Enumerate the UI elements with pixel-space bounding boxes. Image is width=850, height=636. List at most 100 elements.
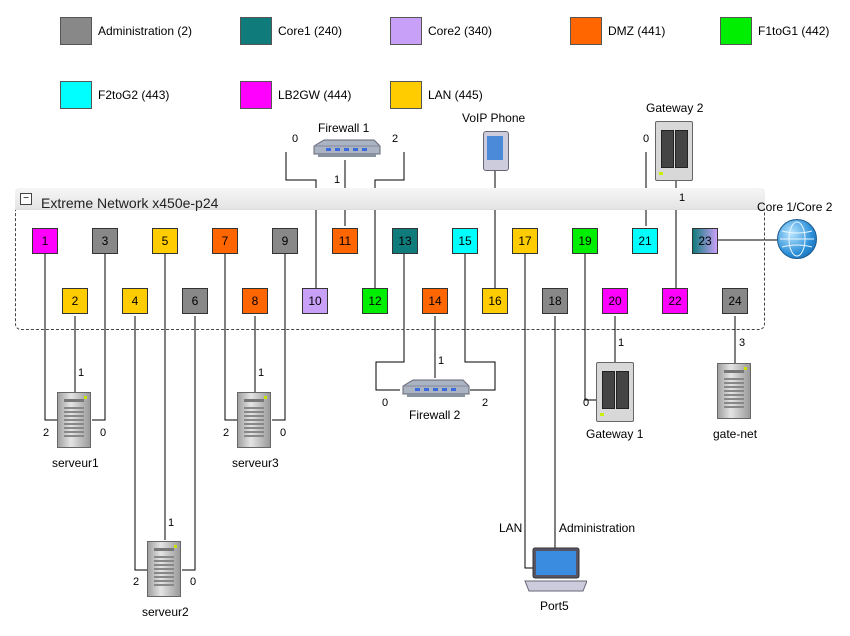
- link-s1-0-port3: [92, 252, 106, 421]
- firewall1-label: Firewall 1: [318, 121, 370, 135]
- serveur2-label: serveur2: [142, 605, 189, 619]
- port5-label: Port5: [540, 599, 569, 613]
- serveur1-port-1: 1: [78, 367, 85, 379]
- serveur3-label: serveur3: [232, 456, 279, 470]
- legend-label: F2toG2 (443): [98, 88, 170, 102]
- firewall2-port-2: 2: [482, 397, 489, 409]
- legend-label: F1toG1 (442): [758, 24, 830, 38]
- switch-port-23[interactable]: 23: [692, 228, 718, 254]
- switch-port-12[interactable]: 12: [362, 288, 388, 314]
- gateway1-icon[interactable]: [596, 362, 634, 422]
- switch-port-4[interactable]: 4: [122, 288, 148, 314]
- legend-swatch: [60, 81, 92, 109]
- switch-port-24[interactable]: 24: [722, 288, 748, 314]
- legend-swatch: [720, 17, 752, 45]
- serveur2-port-0: 0: [190, 576, 197, 588]
- firewall2-port-0: 0: [382, 397, 389, 409]
- legend-label: Core2 (340): [428, 24, 493, 38]
- legend-item: Core2 (340): [390, 17, 492, 45]
- gatenet-server-icon[interactable]: [717, 363, 751, 419]
- link-s2-0-port6: [182, 316, 196, 571]
- firewall2-icon[interactable]: [399, 378, 471, 405]
- link-s1-2-port1: [44, 252, 58, 421]
- legend-item: LAN (445): [390, 81, 483, 109]
- laptop-icon[interactable]: [523, 547, 588, 596]
- legend-swatch: [240, 17, 272, 45]
- gateway2-port-0: 0: [643, 133, 650, 145]
- firewall1-port-1: 1: [334, 174, 341, 186]
- link-fw1-2-port12: [374, 152, 405, 290]
- legend-item: F1toG1 (442): [720, 17, 829, 45]
- switch-port-16[interactable]: 16: [482, 288, 508, 314]
- legend-label: DMZ (441): [608, 24, 666, 38]
- switch-port-15[interactable]: 15: [452, 228, 478, 254]
- legend-label: Core1 (240): [278, 24, 343, 38]
- legend-swatch: [60, 17, 92, 45]
- switch-port-8[interactable]: 8: [242, 288, 268, 314]
- gatenet-port-3: 3: [739, 337, 746, 349]
- legend-swatch: [570, 17, 602, 45]
- serveur1-label: serveur1: [52, 456, 99, 470]
- switch-port-19[interactable]: 19: [572, 228, 598, 254]
- switch-port-1[interactable]: 1: [32, 228, 58, 254]
- legend-swatch: [240, 81, 272, 109]
- phone-icon[interactable]: [483, 131, 509, 171]
- serveur2-port-1: 1: [168, 517, 175, 529]
- serveur1-server-icon[interactable]: [57, 392, 91, 448]
- link-fw1-0-port10: [285, 152, 317, 290]
- legend-swatch: [390, 81, 422, 109]
- serveur2-port-2: 2: [133, 576, 140, 588]
- switch-port-22[interactable]: 22: [662, 288, 688, 314]
- link-s3-0-port9: [272, 252, 286, 421]
- switch-port-13[interactable]: 13: [392, 228, 418, 254]
- legend-item: Core1 (240): [240, 17, 342, 45]
- serveur1-port-0: 0: [100, 427, 107, 439]
- gateway1-label: Gateway 1: [586, 427, 644, 441]
- switch-port-18[interactable]: 18: [542, 288, 568, 314]
- port5-lan-label: LAN: [499, 521, 523, 535]
- firewall1-port-2: 2: [392, 133, 399, 145]
- link-fw2-2-port15: [464, 252, 496, 391]
- firewall1-icon[interactable]: [310, 138, 382, 165]
- legend-item: F2toG2 (443): [60, 81, 169, 109]
- firewall2-label: Firewall 2: [409, 408, 461, 422]
- switch-port-5[interactable]: 5: [152, 228, 178, 254]
- switch-port-20[interactable]: 20: [602, 288, 628, 314]
- switch-port-9[interactable]: 9: [272, 228, 298, 254]
- gateway2-port-1: 1: [679, 192, 686, 204]
- switch-port-11[interactable]: 11: [332, 228, 358, 254]
- core-label: Core 1/Core 2: [757, 200, 833, 214]
- port5-admin-label: Administration: [559, 521, 636, 535]
- switch-port-6[interactable]: 6: [182, 288, 208, 314]
- gateway1-port-0: 0: [583, 397, 590, 409]
- collapse-button[interactable]: −: [20, 193, 32, 205]
- switch-port-3[interactable]: 3: [92, 228, 118, 254]
- switch-port-7[interactable]: 7: [212, 228, 238, 254]
- voip-label: VoIP Phone: [462, 111, 526, 125]
- link-s3-2-port7: [224, 252, 238, 421]
- gatenet-label: gate-net: [713, 427, 758, 441]
- switch-header: [15, 188, 765, 210]
- gateway1-port-1: 1: [618, 337, 625, 349]
- legend-item: LB2GW (444): [240, 81, 351, 109]
- switch-port-2[interactable]: 2: [62, 288, 88, 314]
- switch-port-14[interactable]: 14: [422, 288, 448, 314]
- gateway2-label: Gateway 2: [646, 101, 704, 115]
- globe-icon[interactable]: [777, 219, 817, 259]
- legend-item: Administration (2): [60, 17, 192, 45]
- serveur3-port-1: 1: [258, 367, 265, 379]
- switch-port-10[interactable]: 10: [302, 288, 328, 314]
- serveur3-port-0: 0: [280, 427, 287, 439]
- serveur2-server-icon[interactable]: [147, 541, 181, 597]
- switch-port-17[interactable]: 17: [512, 228, 538, 254]
- serveur3-port-2: 2: [223, 427, 230, 439]
- serveur3-server-icon[interactable]: [237, 392, 271, 448]
- link-gw1-0-port19: [584, 252, 598, 401]
- switch-port-21[interactable]: 21: [632, 228, 658, 254]
- link-port5-lan-port17: [524, 252, 535, 569]
- legend-item: DMZ (441): [570, 17, 665, 45]
- link-fw2-0-port13: [375, 252, 405, 391]
- gateway2-icon[interactable]: [655, 121, 693, 181]
- legend-label: Administration (2): [98, 24, 193, 38]
